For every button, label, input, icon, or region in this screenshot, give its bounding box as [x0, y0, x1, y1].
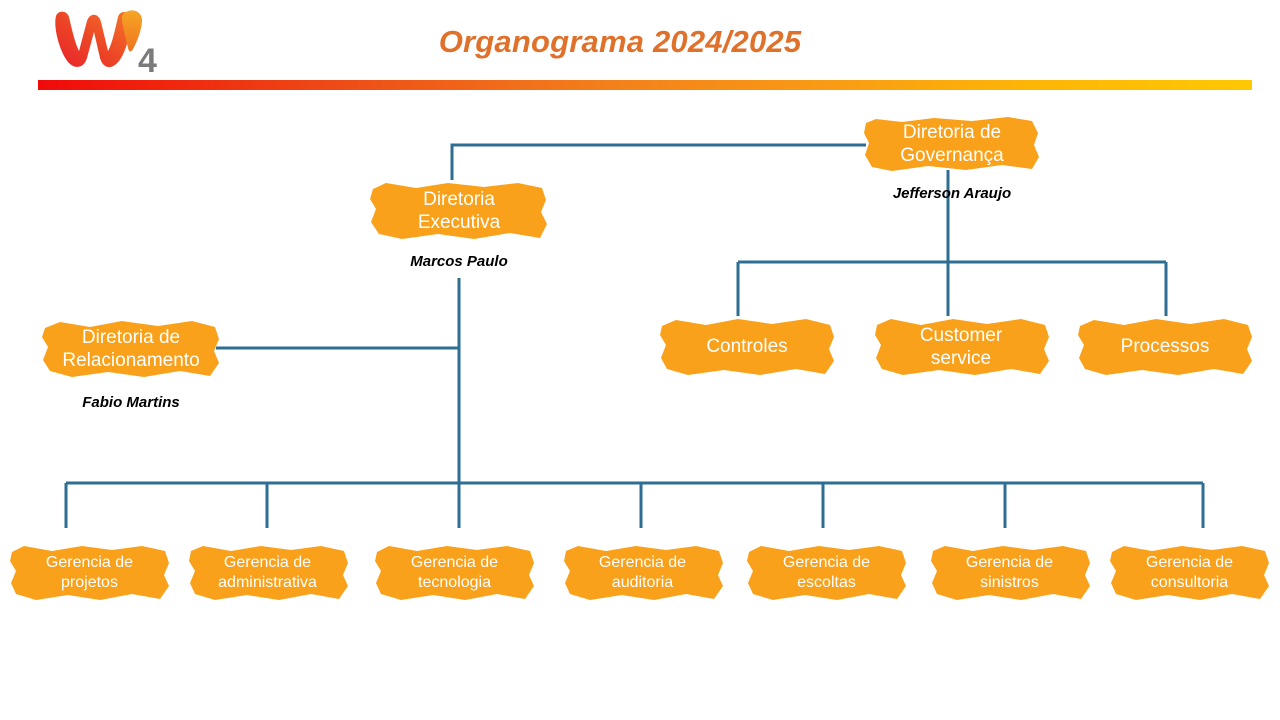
page-title: Organograma 2024/2025 [0, 24, 1280, 60]
brush-shape [370, 183, 547, 239]
node-label: Gerencia de administrativa [218, 554, 317, 591]
node-label: Diretoria Executiva [417, 188, 501, 233]
node-label: Gerencia de sinistros [965, 554, 1054, 591]
node-label: Diretoria de Relacionamento [62, 326, 200, 371]
node-label: Customer service [919, 324, 1003, 369]
node-customer-service[interactable]: Customer service [872, 316, 1050, 378]
node-controles[interactable]: Controles [658, 316, 836, 378]
person-fabio-martins: Fabio Martins [82, 394, 180, 411]
page-title-text: Organograma 2024/2025 [438, 24, 802, 59]
node-label: Diretoria de Governança [900, 121, 1004, 166]
node-label: Gerencia de consultoria [1145, 554, 1234, 591]
node-processos[interactable]: Processos [1076, 316, 1254, 378]
node-label: Controles [706, 336, 788, 358]
brush-shape [875, 319, 1049, 375]
node-label: Gerencia de tecnologia [410, 554, 499, 591]
header-gradient-rule [38, 80, 1252, 90]
node-diretoria-relacionamento[interactable]: Diretoria de Relacionamento [40, 318, 222, 380]
brush-shape [931, 546, 1090, 600]
brush-shape [375, 546, 534, 600]
node-gerencia-tecnologia[interactable]: Gerencia de tecnologia [373, 543, 536, 603]
brush-shape [1078, 319, 1252, 375]
node-label: Gerencia de projetos [45, 554, 134, 591]
node-label: Gerencia de auditoria [598, 554, 687, 591]
edge-governanca-executiva [450, 143, 866, 180]
node-gerencia-projetos[interactable]: Gerencia de projetos [8, 543, 171, 603]
brush-shape [564, 546, 723, 600]
node-label: Processos [1120, 336, 1210, 358]
brush-shape [747, 546, 906, 600]
brush-shape [42, 321, 219, 377]
node-label: Gerencia de escoltas [782, 554, 871, 591]
brush-shape [660, 319, 834, 375]
node-diretoria-governanca[interactable]: Diretoria de Governança [862, 115, 1042, 173]
node-gerencia-sinistros[interactable]: Gerencia de sinistros [928, 543, 1091, 603]
w4-logo: 4 [50, 6, 172, 78]
brush-shape [10, 546, 169, 600]
node-gerencia-auditoria[interactable]: Gerencia de auditoria [561, 543, 724, 603]
node-gerencia-administrativa[interactable]: Gerencia de administrativa [186, 543, 349, 603]
node-gerencia-consultoria[interactable]: Gerencia de consultoria [1108, 543, 1271, 603]
node-diretoria-executiva[interactable]: Diretoria Executiva [368, 180, 550, 242]
logo-digit: 4 [138, 42, 157, 78]
node-gerencia-escoltas[interactable]: Gerencia de escoltas [745, 543, 908, 603]
person-jefferson-araujo: Jefferson Araujo [892, 185, 1012, 202]
person-marcos-paulo: Marcos Paulo [410, 253, 508, 270]
brush-shape [189, 546, 348, 600]
brush-shape [864, 117, 1039, 171]
brush-shape [1110, 546, 1269, 600]
